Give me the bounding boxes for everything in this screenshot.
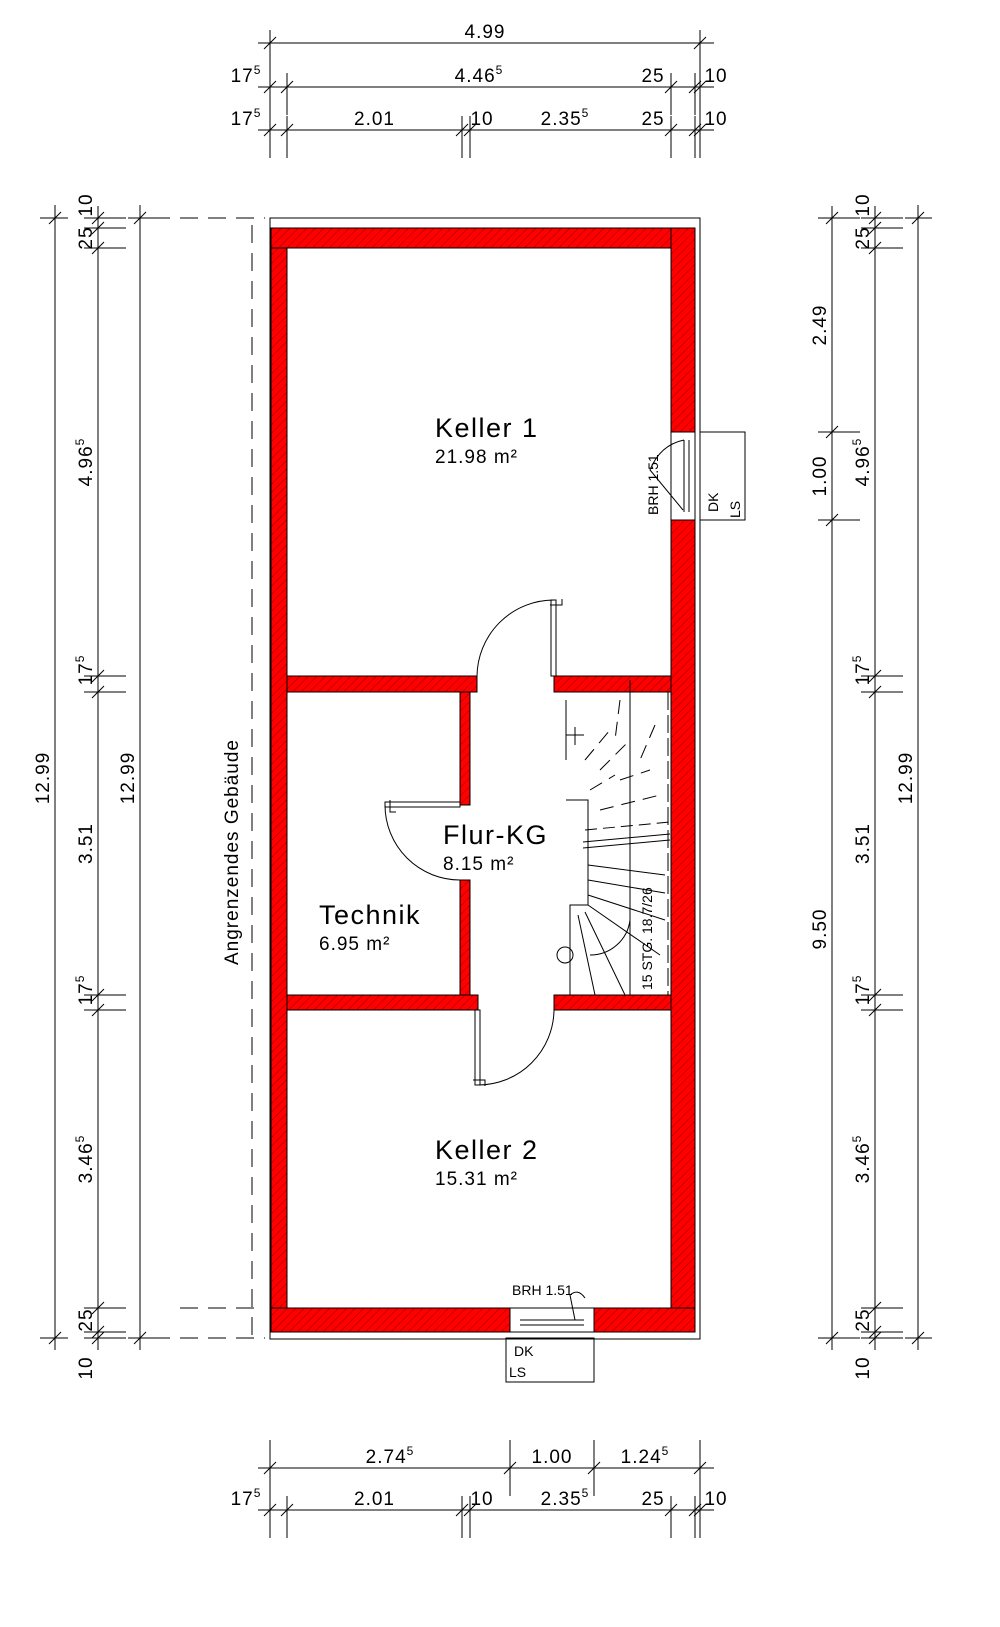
dimension-label: 10 [853,1356,874,1379]
dimension-label: 12.99 [896,752,917,805]
dimension-label: 10 [76,1356,97,1379]
dimension-label: 175 [231,106,262,130]
room-keller2-area: 15.31 m² [435,1169,518,1190]
dimension-label: 10 [470,109,493,130]
dimension-label: 175 [850,655,874,686]
wall-keller2-left [287,995,478,1010]
window-bottom-dk: DK [514,1343,534,1359]
wall-keller2-right [554,995,671,1010]
door-keller1[interactable] [477,599,562,676]
dimension-label: 25 [641,109,664,130]
dimension-label: 12.99 [33,752,54,805]
dimension-label: 10 [470,1489,493,1510]
wall-right-upper [671,228,695,432]
room-keller1-area: 21.98 m² [435,447,518,468]
window-right-brh: BRH 1.51 [645,454,661,515]
dimension-label: 4.965 [73,438,97,487]
wall-bottom-left [271,1308,510,1332]
window-right-dk: DK [705,492,721,512]
dimension-label: 3.51 [853,823,874,864]
dimension-label: 10 [704,1489,727,1510]
room-keller2-name: Keller 2 [435,1135,539,1165]
doors [385,599,562,1086]
dimension-label: 12.99 [118,752,139,805]
dimension-label: 3.51 [76,823,97,864]
window-bottom[interactable] [506,1292,594,1382]
dimension-label: 25 [853,226,874,249]
room-flur-area: 8.15 m² [443,854,514,875]
dimension-label: 25 [76,226,97,249]
dimension-lines: 4.99 175 4.465 25 10 175 2.01 10 2.355 25 10 2.745 1… [33,22,932,1538]
adjacent-building-lines [180,218,265,1338]
room-flur-name: Flur-KG [443,820,548,850]
adjacent-building-label: Angrenzendes Gebäude [222,739,243,965]
dimension-label: 1.00 [532,1447,573,1468]
dimension-label: 3.465 [73,1135,97,1184]
dimension-label: 2.01 [354,1489,395,1510]
dimension-label: 25 [641,1489,664,1510]
window-bottom-brh: BRH 1.51 [512,1282,573,1298]
wall-keller1-right [554,676,671,692]
building-outline [270,218,700,1339]
dimension-label: 2.01 [354,109,395,130]
dimension-label: 3.465 [850,1135,874,1184]
wall-bottom-right [594,1308,695,1332]
dimension-label: 175 [850,975,874,1006]
window-right[interactable] [650,432,745,520]
room-technik-area: 6.95 m² [319,934,390,955]
dimension-label: 4.965 [850,438,874,487]
wall-technik-upper [460,692,470,805]
door-keller2[interactable] [473,1010,554,1086]
dimension-label: 25 [76,1308,97,1331]
wall-right-lower [671,520,695,1332]
staircase [556,680,670,995]
dimension-label: 4.99 [465,22,506,43]
wall-top [271,228,695,248]
dimension-label: 2.49 [810,305,831,346]
walls [271,228,695,1332]
dimension-label: 1.00 [810,456,831,497]
dimension-label: 2.745 [366,1444,415,1468]
room-keller1-name: Keller 1 [435,413,539,443]
dimension-label: 10 [704,109,727,130]
dimension-label: 175 [231,63,262,87]
dimension-label: 10 [76,193,97,216]
wall-technik-lower [460,880,470,995]
stairs-label: 15 STG. 18.7/26 [639,887,655,990]
dimension-label: 10 [704,66,727,87]
dimension-label: 2.355 [541,1486,590,1510]
wall-left [271,228,287,1332]
dimension-label: 25 [641,66,664,87]
door-technik[interactable] [385,800,460,880]
room-technik-name: Technik [319,900,421,930]
dimension-label: 9.50 [810,909,831,950]
dimension-label: 25 [853,1308,874,1331]
dimension-label: 175 [73,655,97,686]
dimension-label: 1.245 [621,1444,670,1468]
dimension-label: 175 [231,1486,262,1510]
window-bottom-ls: LS [509,1364,526,1380]
dimension-label: 4.465 [455,63,504,87]
dimension-label: 10 [853,193,874,216]
dimension-label: 175 [73,975,97,1006]
wall-keller1-left [287,676,477,692]
dimension-label: 2.355 [541,106,590,130]
window-right-ls: LS [727,501,743,518]
